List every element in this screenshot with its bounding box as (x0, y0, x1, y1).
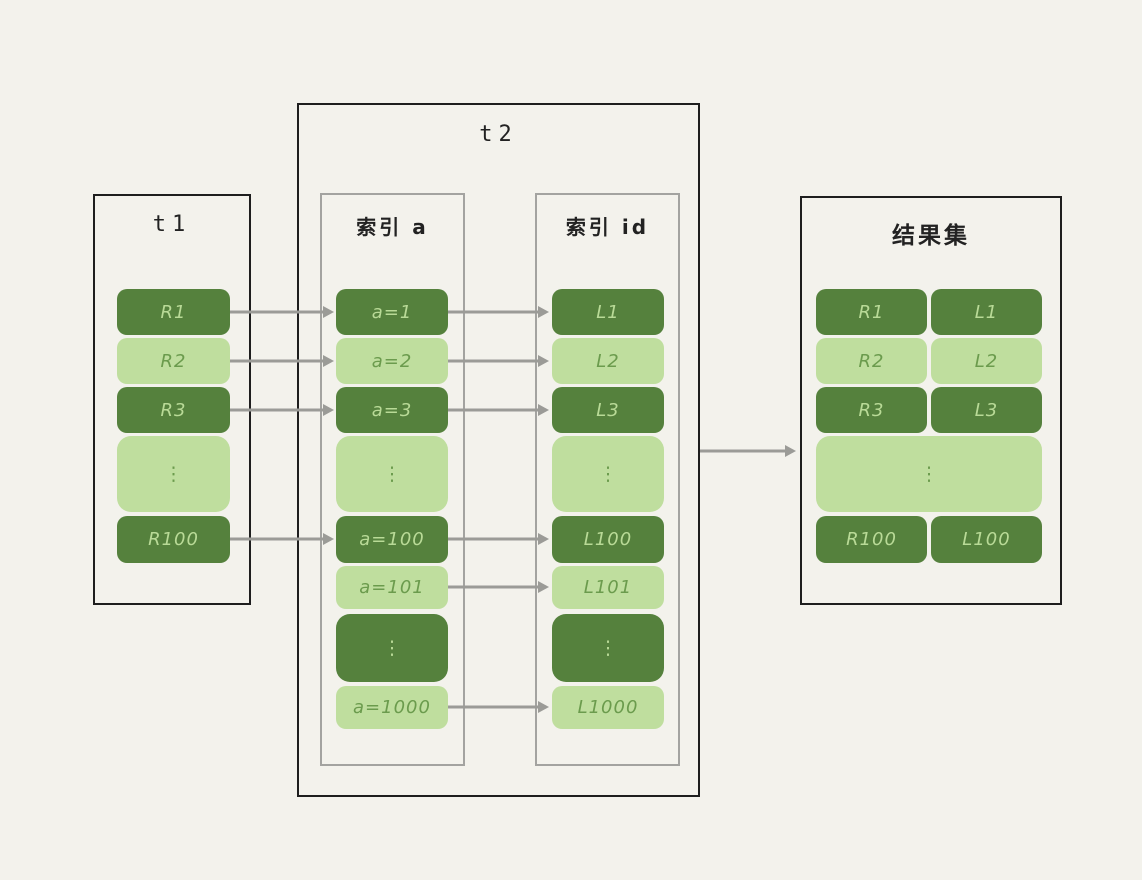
index-a-row-ellipsis-2: ⋮ (336, 614, 448, 682)
t2-box: t2 索引 a a=1 a=2 a=3 ⋮ a=100 a=101 ⋮ a=10… (297, 103, 700, 797)
arrow-indexa-indexid-1 (448, 306, 549, 318)
result-row-2-right: L2 (931, 338, 1042, 384)
arrow-line (700, 449, 786, 453)
arrow-head-icon (538, 581, 549, 593)
t1-row-r2: R2 (117, 338, 230, 384)
t1-row-ellipsis: ⋮ (117, 436, 230, 512)
index-id-row-ellipsis-1: ⋮ (552, 436, 664, 512)
arrow-indexa-indexid-1000 (448, 701, 549, 713)
arrow-head-icon (323, 306, 334, 318)
index-a-row-3: a=3 (336, 387, 448, 433)
result-row-1-left: R1 (816, 289, 927, 335)
arrow-indexa-indexid-101 (448, 581, 549, 593)
result-title: 结果集 (892, 223, 970, 249)
arrow-indexa-indexid-2 (448, 355, 549, 367)
arrow-t1-indexa-100 (230, 533, 334, 545)
arrow-head-icon (538, 306, 549, 318)
index-a-row-2: a=2 (336, 338, 448, 384)
arrow-head-icon (323, 533, 334, 545)
arrow-line (448, 585, 539, 589)
index-id-row-2: L2 (552, 338, 664, 384)
index-a-row-101: a=101 (336, 566, 448, 609)
index-id-row-3: L3 (552, 387, 664, 433)
t1-title: t1 (152, 212, 192, 237)
index-id-row-100: L100 (552, 516, 664, 563)
index-id-title: 索引 id (565, 215, 650, 239)
index-a-row-ellipsis-1: ⋮ (336, 436, 448, 512)
arrow-indexa-indexid-3 (448, 404, 549, 416)
arrow-head-icon (785, 445, 796, 457)
t1-row-r3: R3 (117, 387, 230, 433)
arrow-line (448, 310, 539, 314)
arrow-t1-indexa-1 (230, 306, 334, 318)
arrow-head-icon (538, 355, 549, 367)
index-a-row-100: a=100 (336, 516, 448, 563)
result-row-3-left: R3 (816, 387, 927, 433)
arrow-line (230, 310, 324, 314)
result-box: 结果集 R1 L1 R2 L2 R3 L3 ⋮ R100 L100 (800, 196, 1062, 605)
index-id-row-101: L101 (552, 566, 664, 609)
arrow-head-icon (323, 404, 334, 416)
index-id-row-1: L1 (552, 289, 664, 335)
result-row-1-right: L1 (931, 289, 1042, 335)
result-row-3-right: L3 (931, 387, 1042, 433)
index-a-row-1: a=1 (336, 289, 448, 335)
result-row-2-left: R2 (816, 338, 927, 384)
result-row-ellipsis: ⋮ (816, 436, 1042, 512)
arrow-t1-indexa-2 (230, 355, 334, 367)
arrow-t1-indexa-3 (230, 404, 334, 416)
t1-row-r1: R1 (117, 289, 230, 335)
arrow-line (448, 537, 539, 541)
arrow-line (230, 408, 324, 412)
arrow-line (448, 408, 539, 412)
arrow-line (230, 537, 324, 541)
arrow-indexa-indexid-100 (448, 533, 549, 545)
index-a-title: 索引 a (356, 215, 429, 239)
arrow-line (230, 359, 324, 363)
arrow-head-icon (538, 701, 549, 713)
t1-row-r100: R100 (117, 516, 230, 563)
index-id-row-1000: L1000 (552, 686, 664, 729)
index-id-box: 索引 id L1 L2 L3 ⋮ L100 L101 ⋮ L1000 (535, 193, 680, 766)
index-id-row-ellipsis-2: ⋮ (552, 614, 664, 682)
result-row-100-right: L100 (931, 516, 1042, 563)
index-a-box: 索引 a a=1 a=2 a=3 ⋮ a=100 a=101 ⋮ a=1000 (320, 193, 465, 766)
arrow-line (448, 705, 539, 709)
result-row-100-left: R100 (816, 516, 927, 563)
t2-title: t2 (479, 122, 518, 147)
t1-box: t1 R1 R2 R3 ⋮ R100 (93, 194, 251, 605)
arrow-line (448, 359, 539, 363)
index-a-row-1000: a=1000 (336, 686, 448, 729)
arrow-head-icon (538, 404, 549, 416)
arrow-t2-result (700, 445, 796, 457)
arrow-head-icon (538, 533, 549, 545)
arrow-head-icon (323, 355, 334, 367)
